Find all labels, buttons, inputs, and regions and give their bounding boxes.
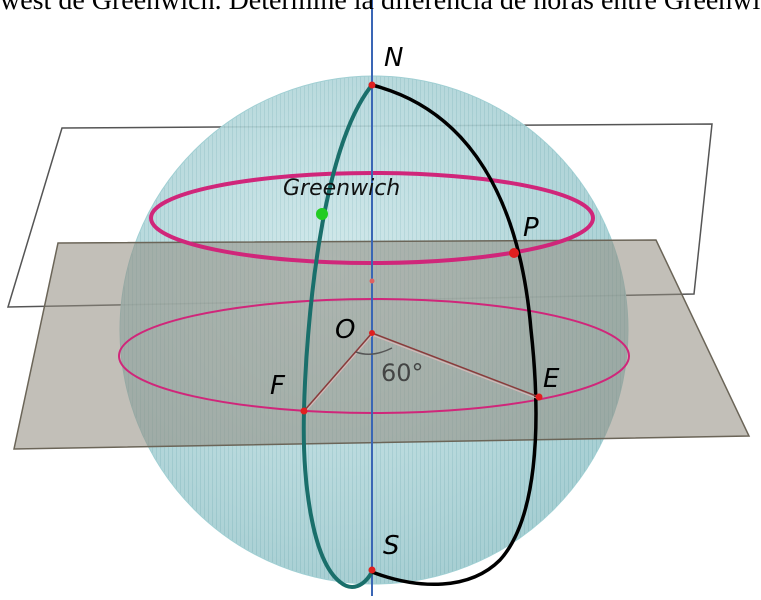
point-S (368, 566, 376, 574)
cropped-top-text: west de Greenwich. Determine la diferenc… (0, 0, 761, 16)
segment-OF-light (305, 332, 375, 412)
p-meridian (371, 83, 538, 587)
point-O (369, 330, 375, 336)
label-S: S (383, 531, 400, 561)
angle-arc (355, 347, 393, 355)
point-greenwich (316, 208, 328, 220)
label-angle: 60° (381, 359, 424, 387)
point-F (300, 407, 308, 415)
label-F: F (270, 371, 286, 401)
label-N: N (384, 43, 403, 73)
point-E (535, 393, 543, 401)
label-greenwich: Greenwich (283, 176, 400, 201)
label-O: O (335, 315, 355, 345)
label-E: E (543, 364, 560, 394)
point-center-upper (369, 278, 375, 284)
equator-circle (118, 298, 630, 414)
point-P (509, 248, 519, 258)
segment-OE (371, 332, 540, 398)
segment-OE-light (371, 334, 540, 400)
label-P: P (523, 213, 539, 243)
point-N (368, 81, 376, 89)
greenwich-meridian (301, 83, 374, 589)
segment-OF (303, 332, 373, 412)
